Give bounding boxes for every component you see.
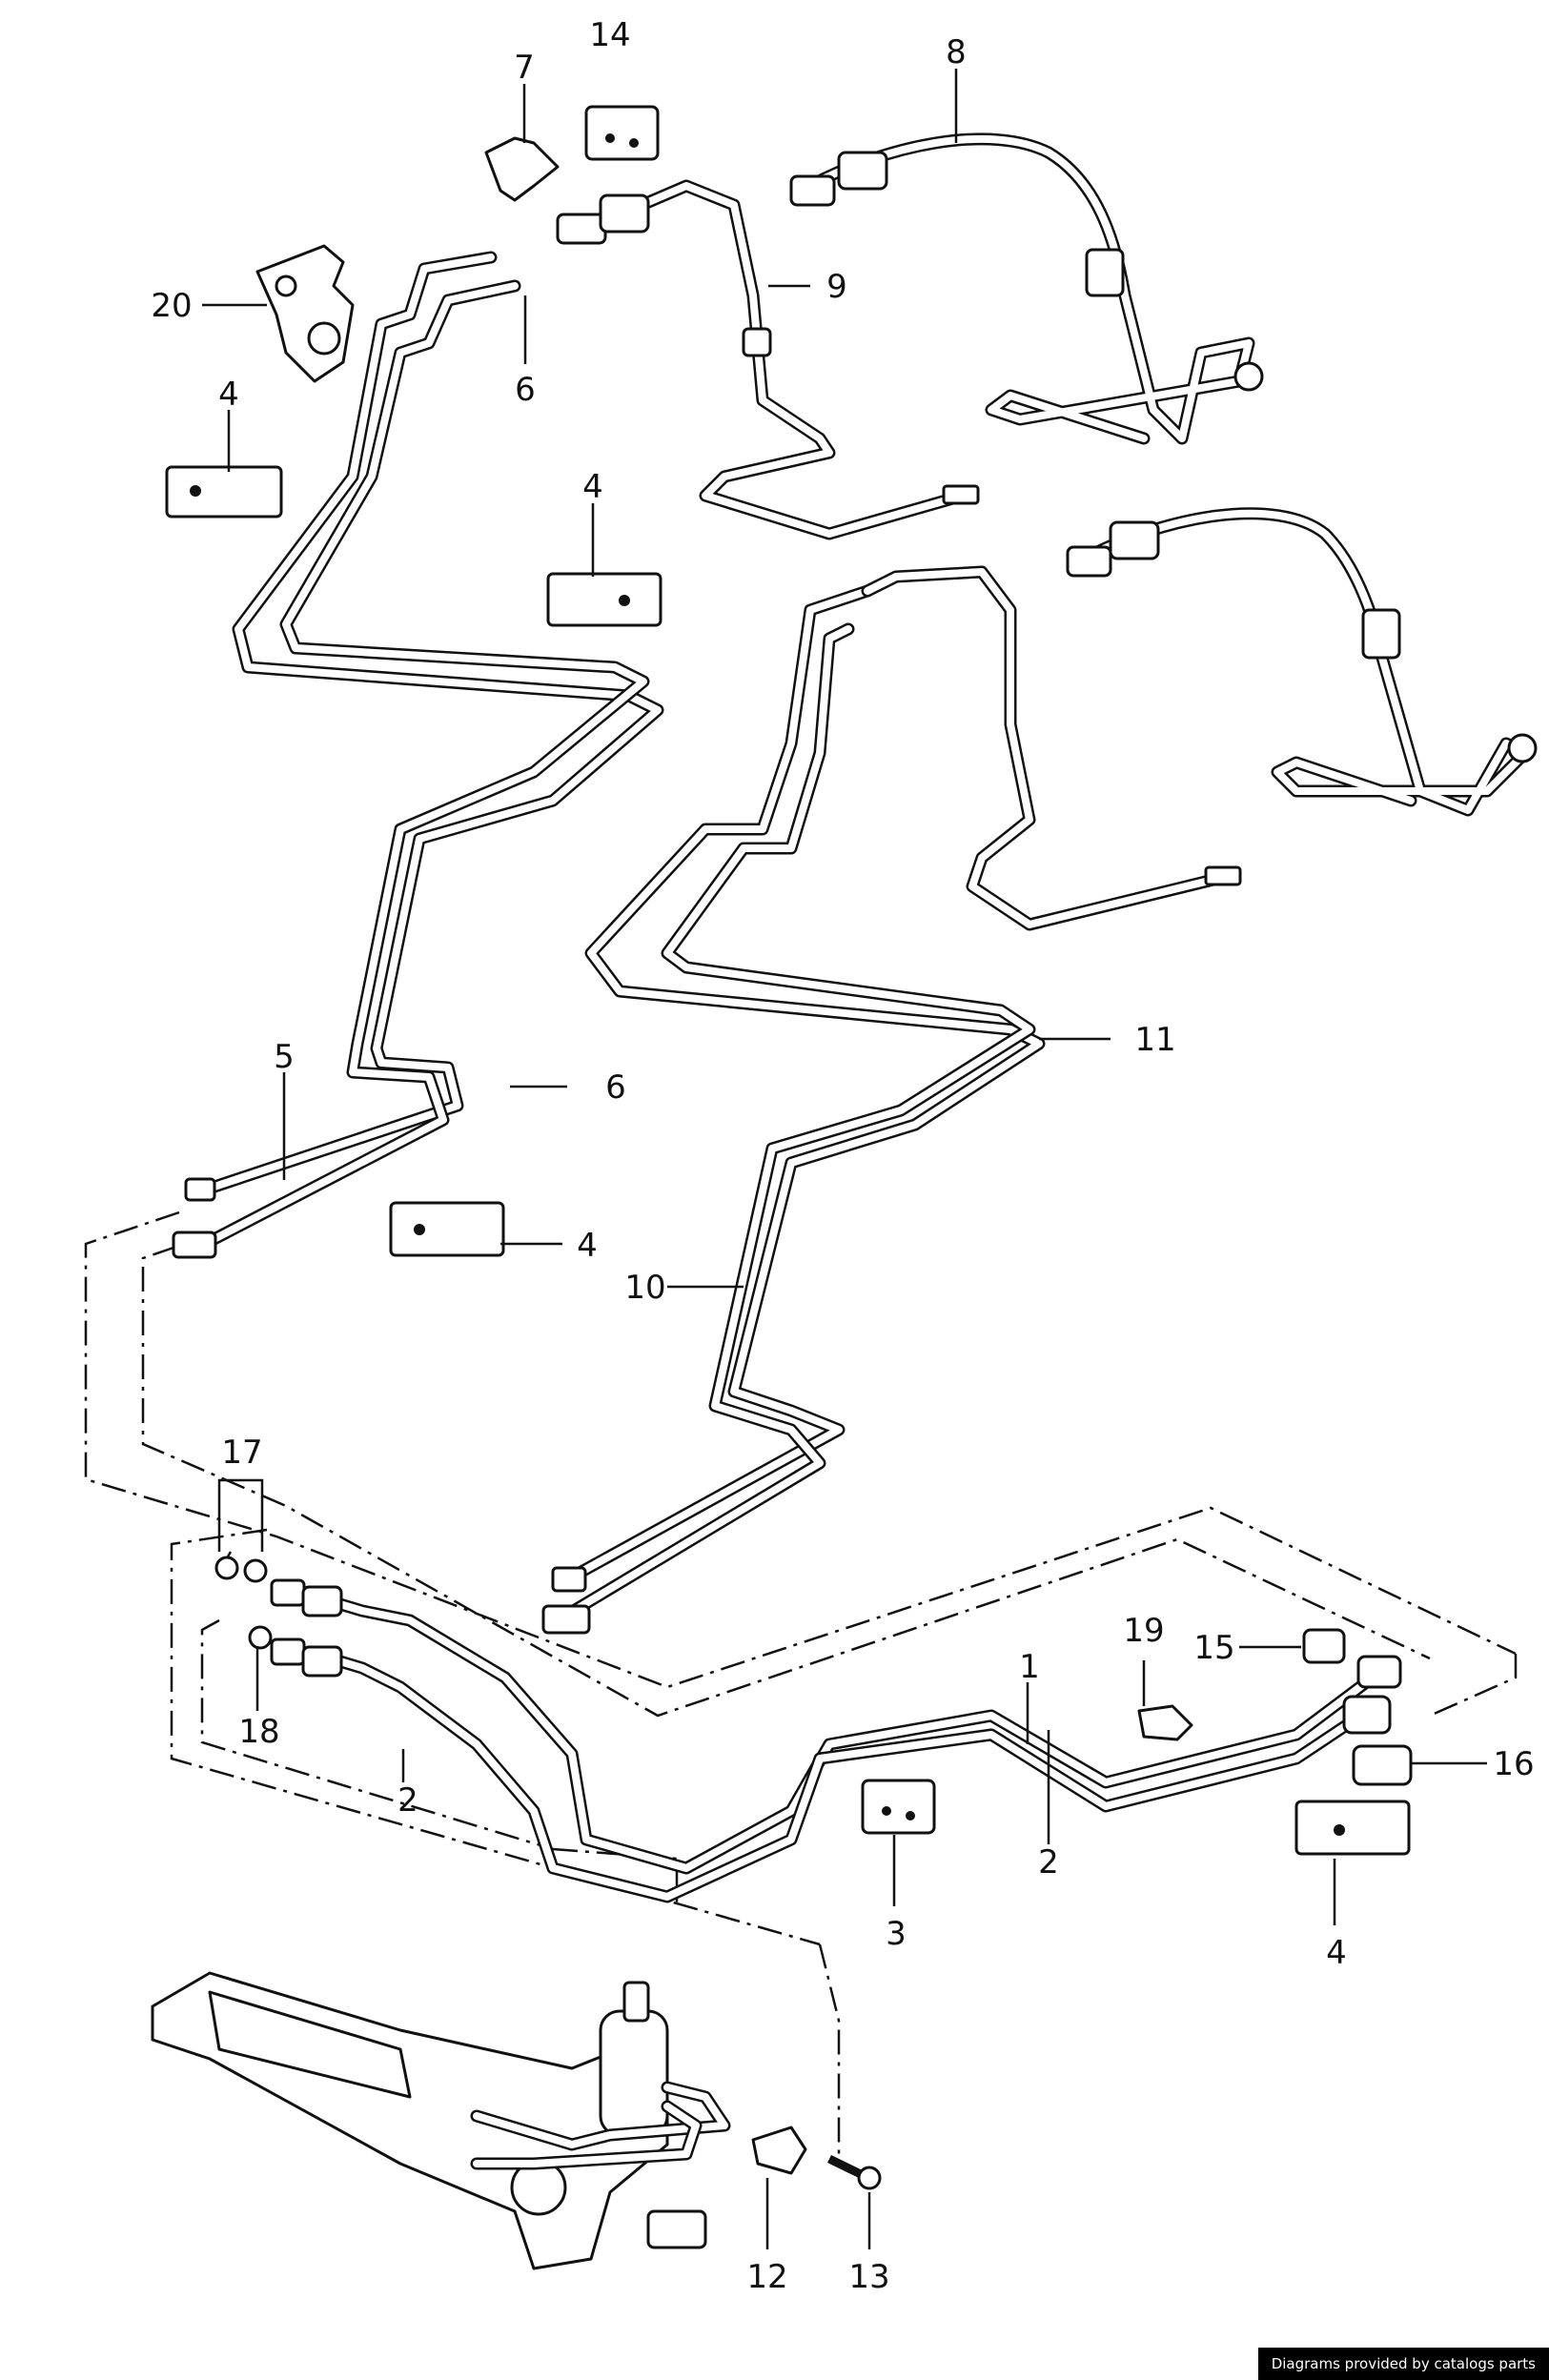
hose-11-end-nut <box>1507 733 1538 763</box>
callout-1: 1 <box>1019 1648 1040 1686</box>
part-7-bracket <box>484 136 560 202</box>
hose-11-nut <box>1109 520 1160 560</box>
part-14-clamp-block <box>584 105 660 161</box>
callout-19: 19 <box>1123 1612 1164 1650</box>
hose-8-fitting <box>789 174 836 207</box>
callout-2: 2 <box>1038 1843 1059 1882</box>
callout-4: 4 <box>218 376 239 414</box>
part-16-cap <box>1352 1744 1413 1786</box>
hose-8-end-nut <box>1233 361 1264 392</box>
callout-11: 11 <box>1134 1021 1175 1059</box>
callout-10: 10 <box>624 1269 665 1307</box>
hose-8-nut <box>837 151 888 191</box>
callout-6: 6 <box>515 371 536 409</box>
hose-9-nut <box>599 193 650 234</box>
callout-16: 16 <box>1493 1745 1534 1783</box>
tube-1-fitting <box>270 1578 306 1607</box>
callout-3: 3 <box>886 1915 907 1953</box>
hose-8-band <box>1085 248 1125 297</box>
part-3-clamp-block <box>861 1779 936 1835</box>
callout-4: 4 <box>577 1227 598 1265</box>
hose-11-fitting <box>1066 545 1112 578</box>
callout-6: 6 <box>605 1068 626 1107</box>
hose-8 <box>789 132 1264 445</box>
tube-1-end-nut <box>1356 1655 1402 1689</box>
part-18-seal-ring <box>248 1625 273 1650</box>
tube-10-11 <box>541 584 1046 1635</box>
callout-17: 17 <box>221 1434 262 1472</box>
tube-6-fitting <box>172 1231 217 1259</box>
hose-9-band <box>742 327 772 357</box>
leader-lines <box>202 69 1487 2249</box>
tube-5-fitting <box>184 1177 216 1202</box>
hose-10-11-upper <box>861 507 1538 931</box>
part-20-gasket <box>255 244 355 383</box>
tube-2-end-nut <box>1342 1695 1392 1735</box>
callout-2: 2 <box>397 1781 418 1820</box>
tube-9-end-fitting <box>942 484 980 505</box>
part-13-bolt <box>827 2154 882 2190</box>
tube-1-2-lower <box>270 1578 1402 1903</box>
tube-5-6-upper-left <box>172 251 664 1259</box>
callout-4: 4 <box>1326 1934 1347 1972</box>
diagram-credit: Diagrams provided by catalogs parts <box>1257 2348 1549 2380</box>
part-17-seal-rings <box>214 1556 268 1583</box>
hose-11-band <box>1361 608 1401 660</box>
callout-4: 4 <box>582 468 603 506</box>
tube-9-hose <box>556 179 980 540</box>
tube-10-fitting <box>551 1566 587 1593</box>
part-4-clamp-a <box>165 465 283 519</box>
part-15-cap <box>1302 1628 1346 1664</box>
callout-8: 8 <box>946 33 967 71</box>
tube-11-fitting <box>541 1604 591 1635</box>
callout-12: 12 <box>746 2258 787 2296</box>
tube-2-nut <box>301 1645 343 1678</box>
callout-15: 15 <box>1193 1629 1234 1667</box>
callout-labels: 1 2 2 3 4 4 4 4 5 6 6 7 8 9 10 11 12 13 … <box>151 16 1534 2296</box>
callout-14: 14 <box>589 16 630 54</box>
part-4-clamp-d <box>1294 1800 1411 1856</box>
part-4-clamp-b <box>546 572 662 627</box>
callout-20: 20 <box>151 287 192 325</box>
tube-2-fitting <box>270 1638 306 1666</box>
part-4-clamp-c <box>389 1201 505 1257</box>
callout-5: 5 <box>274 1038 295 1076</box>
part-19-clip <box>1137 1704 1193 1741</box>
callout-18: 18 <box>238 1713 279 1751</box>
hose-9-fitting <box>556 213 607 245</box>
callout-9: 9 <box>826 268 847 306</box>
callout-13: 13 <box>848 2258 889 2296</box>
callout-7: 7 <box>514 49 535 87</box>
tube-10-end-fitting <box>1204 865 1242 886</box>
part-12-clip <box>751 2126 807 2175</box>
tube-1-nut <box>301 1585 343 1617</box>
steering-rack <box>151 1971 731 2270</box>
